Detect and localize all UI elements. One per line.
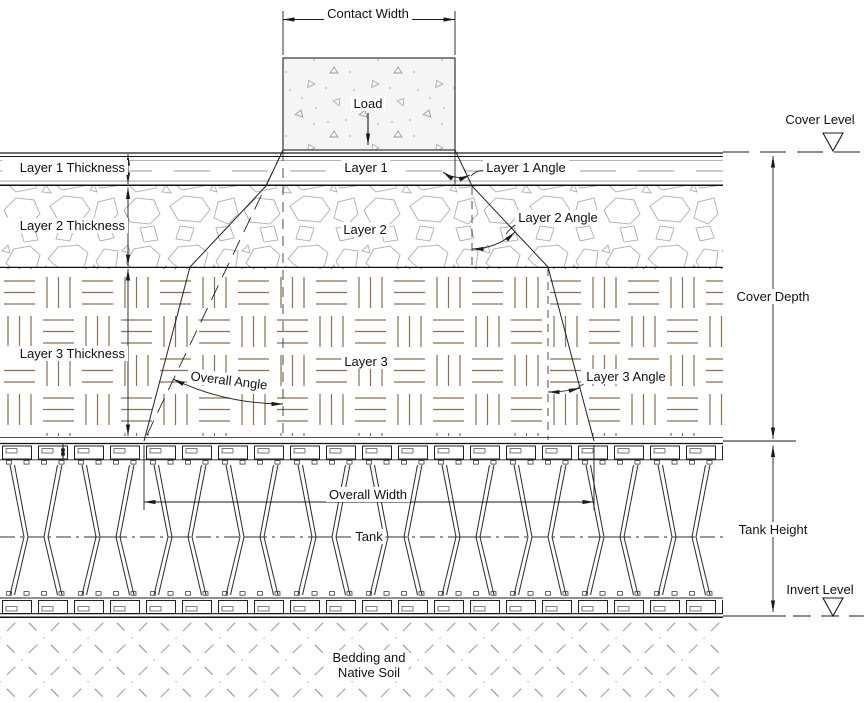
tank-label: Tank	[352, 529, 386, 544]
layer2-thickness-label: Layer 2 Thickness	[2, 218, 128, 233]
load-label: Load	[350, 96, 386, 111]
contact-width-label: Contact Width	[324, 6, 412, 21]
bedding-native-soil-label: Bedding and Native Soil	[329, 650, 409, 680]
layer1-label: Layer 1	[341, 160, 391, 175]
load-spread-lines	[143, 149, 595, 442]
layer3-thickness-label: Layer 3 Thickness	[2, 346, 128, 361]
layer3-label: Layer 3	[341, 354, 391, 369]
layer2-angle-label: Layer 2 Angle	[515, 210, 601, 225]
cover-level-marker-icon	[822, 132, 844, 153]
invert-level-label: Invert Level	[783, 582, 857, 597]
invert-level-marker-icon	[822, 597, 844, 618]
bedding-label-line2: Native Soil	[337, 665, 401, 680]
cover-level-label: Cover Level	[782, 112, 858, 127]
tank-height-label: Tank Height	[735, 522, 811, 537]
layer3-angle-label: Layer 3 Angle	[583, 369, 669, 384]
level-datums	[723, 132, 864, 618]
bedding-label-line1: Bedding and	[332, 650, 406, 665]
overall-width-label: Overall Width	[325, 487, 411, 502]
layer1-thickness-label: Layer 1 Thickness	[2, 160, 128, 175]
cover-depth-label: Cover Depth	[733, 289, 813, 304]
angle-arcs	[172, 170, 590, 407]
layer2-label: Layer 2	[340, 222, 390, 237]
layer1-angle-label: Layer 1 Angle	[483, 160, 569, 175]
